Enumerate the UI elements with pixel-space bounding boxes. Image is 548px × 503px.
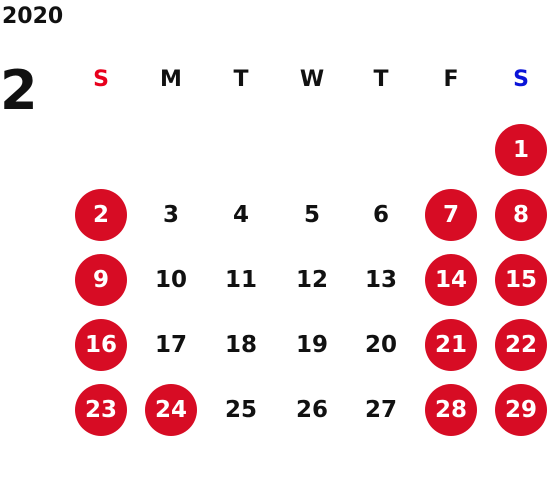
day-cell-holiday[interactable]: 8 — [495, 189, 547, 241]
weekday-label: S — [93, 67, 109, 92]
month-label: 2 — [0, 59, 38, 122]
day-cell-holiday[interactable]: 7 — [425, 189, 477, 241]
day-cell-holiday[interactable]: 23 — [75, 384, 127, 436]
day-cell-holiday[interactable]: 22 — [495, 319, 547, 371]
day-cell-holiday[interactable]: 29 — [495, 384, 547, 436]
day-cell[interactable]: 5 — [303, 202, 320, 228]
day-cell-holiday[interactable]: 9 — [75, 254, 127, 306]
day-cell[interactable]: 27 — [364, 397, 397, 423]
weekday-label: M — [160, 67, 182, 92]
day-cell[interactable]: 6 — [372, 202, 389, 228]
weekday-label: S — [513, 67, 529, 92]
day-cell-holiday[interactable]: 1 — [495, 124, 547, 176]
day-cell-holiday[interactable]: 15 — [495, 254, 547, 306]
day-cell[interactable]: 13 — [364, 267, 397, 293]
day-cell[interactable]: 3 — [162, 202, 179, 228]
year-label: 2020 — [2, 4, 64, 29]
day-cell[interactable]: 11 — [224, 267, 257, 293]
day-cell[interactable]: 12 — [295, 267, 328, 293]
day-cell-holiday[interactable]: 16 — [75, 319, 127, 371]
day-cell-holiday[interactable]: 24 — [145, 384, 197, 436]
day-cell[interactable]: 18 — [224, 332, 257, 358]
day-cell[interactable]: 19 — [295, 332, 328, 358]
weekday-label: T — [373, 67, 389, 92]
day-cell-holiday[interactable]: 21 — [425, 319, 477, 371]
day-cell[interactable]: 10 — [154, 267, 187, 293]
weekday-label: F — [443, 67, 459, 92]
day-cell[interactable]: 25 — [224, 397, 257, 423]
weekday-label: W — [299, 67, 325, 92]
day-cell-holiday[interactable]: 28 — [425, 384, 477, 436]
weekday-label: T — [233, 67, 249, 92]
day-cell[interactable]: 4 — [232, 202, 249, 228]
day-cell-holiday[interactable]: 14 — [425, 254, 477, 306]
day-cell[interactable]: 20 — [364, 332, 397, 358]
day-cell-holiday[interactable]: 2 — [75, 189, 127, 241]
day-cell[interactable]: 17 — [154, 332, 187, 358]
day-cell[interactable]: 26 — [295, 397, 328, 423]
